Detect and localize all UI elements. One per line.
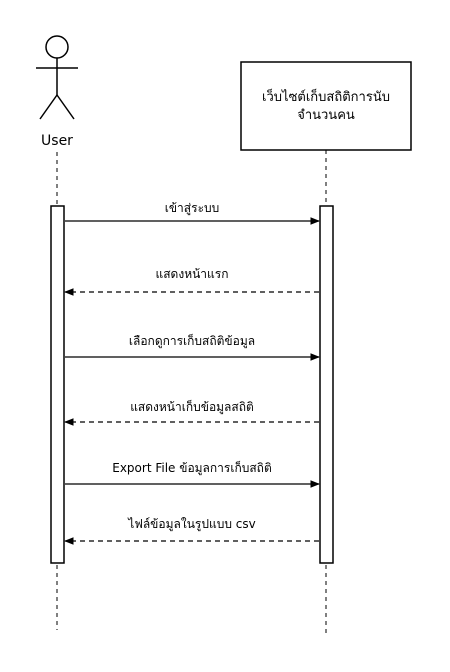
system-activation-bar — [319, 205, 334, 564]
message-label: แสดงหน้าแรก — [155, 267, 228, 281]
actor-left-leg — [39, 94, 58, 120]
system-label-line1: เว็บไซต์เก็บสถิติการนับ — [262, 87, 390, 105]
message-1: เข้าสู่ระบบ — [65, 201, 320, 225]
message-4: แสดงหน้าเก็บข้อมูลสถิติ — [64, 399, 319, 426]
system-participant: เว็บไซต์เก็บสถิติการนับ จำนวนคน — [240, 61, 412, 151]
message-label: ไฟล์ข้อมูลในรูปแบบ csv — [127, 517, 255, 532]
user-activation-bar — [50, 205, 65, 564]
message-label: แสดงหน้าเก็บข้อมูลสถิติ — [130, 399, 254, 415]
actor-label: User — [41, 133, 73, 149]
message-label: เข้าสู่ระบบ — [165, 201, 220, 216]
message-label: Export File ข้อมูลการเก็บสถิติ — [112, 460, 271, 476]
actor-head-icon — [45, 35, 69, 59]
message-6: ไฟล์ข้อมูลในรูปแบบ csv — [64, 517, 319, 545]
user-actor: User — [36, 35, 78, 149]
message-2: แสดงหน้าแรก — [64, 267, 319, 296]
system-label-line2: จำนวนคน — [297, 108, 355, 123]
actor-right-leg — [56, 94, 75, 120]
message-3: เลือกดูการเก็บสถิติข้อมูล — [65, 333, 320, 361]
message-label: เลือกดูการเก็บสถิติข้อมูล — [129, 333, 255, 349]
system-box — [240, 61, 412, 151]
message-5: Export File ข้อมูลการเก็บสถิติ — [65, 460, 320, 488]
